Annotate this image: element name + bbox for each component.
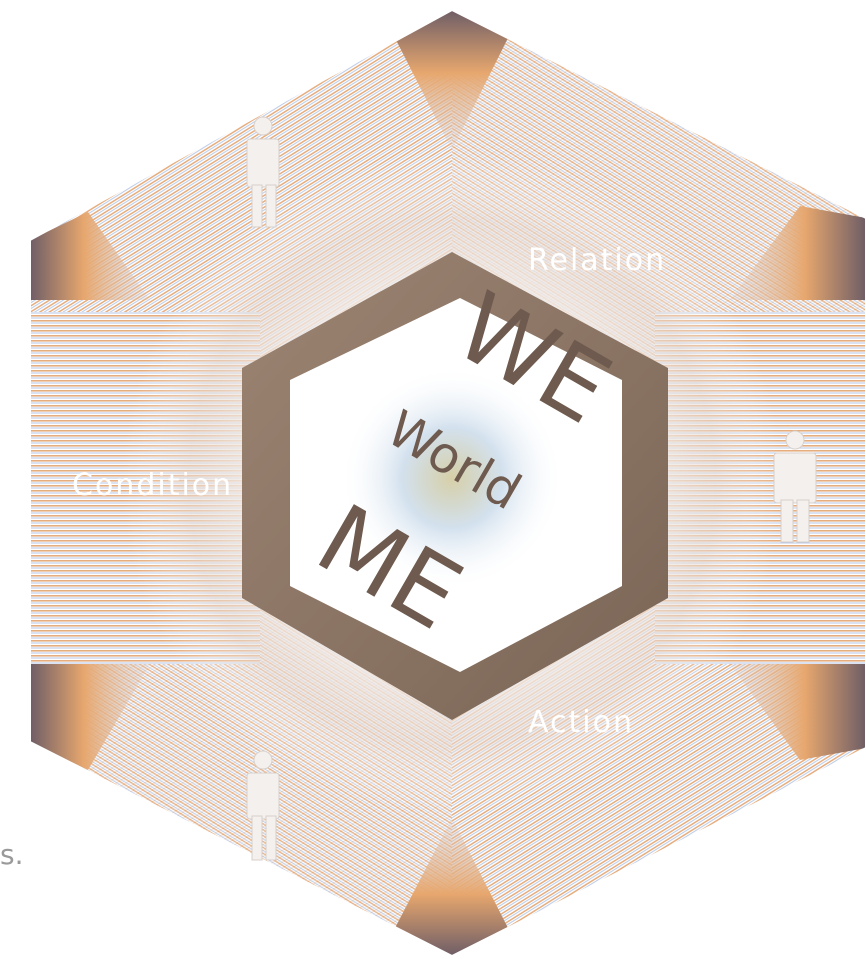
top-wedge bbox=[395, 10, 508, 150]
person-icon-top-left bbox=[246, 116, 280, 228]
condition-label: Condition bbox=[72, 468, 233, 503]
top-right-wedge bbox=[730, 206, 866, 300]
bottom-right-wedge bbox=[730, 664, 866, 760]
relation-label: Relation bbox=[528, 243, 666, 278]
caption-fragment: s. bbox=[0, 838, 24, 871]
bottom-left-wedge bbox=[30, 664, 150, 770]
person-icon-right bbox=[773, 430, 817, 543]
action-label: Action bbox=[528, 705, 634, 740]
top-left-wedge bbox=[30, 212, 150, 300]
person-icon-bottom-left bbox=[246, 750, 280, 861]
bottom-wedge bbox=[395, 818, 508, 956]
core-glow bbox=[340, 366, 564, 590]
